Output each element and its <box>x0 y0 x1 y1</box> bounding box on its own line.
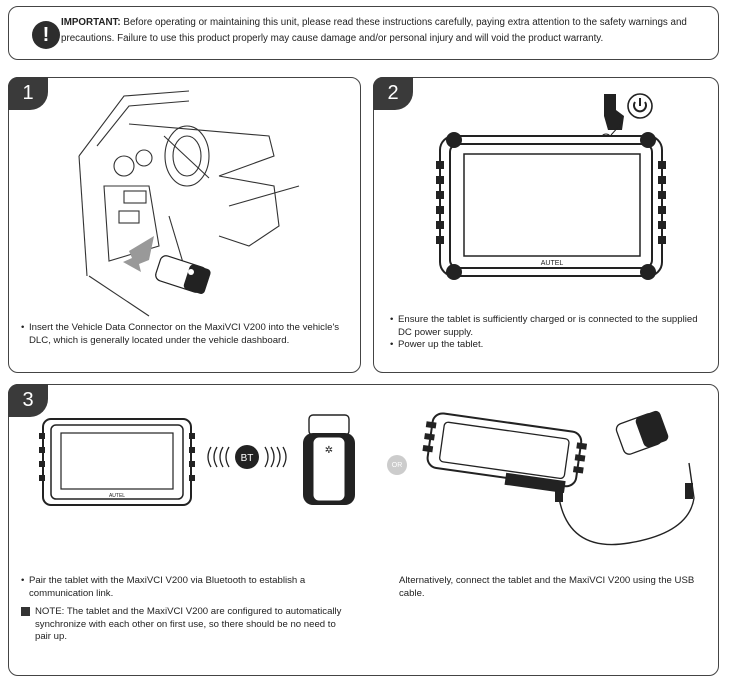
exclamation-icon: ! <box>32 21 60 49</box>
step-3-number: 3 <box>8 384 48 417</box>
notice-body: Before operating or maintaining this uni… <box>61 17 687 44</box>
step-3-bullet: Pair the tablet with the MaxiVCI V200 vi… <box>21 575 351 600</box>
step-1-instructions: Insert the Vehicle Data Connector on the… <box>21 322 351 347</box>
note-text: The tablet and the MaxiVCI V200 are conf… <box>35 606 342 642</box>
notice-label: IMPORTANT: <box>61 17 121 28</box>
signal-waves-icon <box>207 446 287 468</box>
vci-device-angled <box>615 410 669 455</box>
bluetooth-badge <box>235 445 259 469</box>
bluetooth-pairing-illustration: AUTEL BT ✲ <box>39 414 355 506</box>
notice-text: IMPORTANT: Before operating or maintaini… <box>61 15 711 47</box>
note-label: NOTE: <box>35 606 65 617</box>
vehicle-dashboard-illustration <box>78 90 300 317</box>
insert-arrow-icon <box>123 236 154 272</box>
step-2-bullet-charge: Ensure the tablet is sufficiently charge… <box>390 314 710 339</box>
step-1-panel: 1 Insert the Vehicle Data Con <box>8 77 361 373</box>
note-icon <box>21 607 30 616</box>
svg-text:✲: ✲ <box>325 445 333 456</box>
usb-cable <box>558 462 695 546</box>
step-1-bullet: Insert the Vehicle Data Connector on the… <box>21 322 351 347</box>
tablet-brand-label: AUTEL <box>541 260 564 267</box>
bluetooth-label: BT <box>241 453 254 464</box>
press-finger-icon <box>604 94 624 130</box>
tablet-brand-label-step3: AUTEL <box>109 493 125 499</box>
important-notice: ! IMPORTANT: Before operating or maintai… <box>8 6 719 60</box>
step-3-usb-instructions: Alternatively, connect the tablet and th… <box>399 575 695 599</box>
step-3-note: NOTE: The tablet and the MaxiVCI V200 ar… <box>21 606 351 644</box>
power-icon <box>627 93 653 119</box>
usb-connection-illustration <box>422 410 695 546</box>
tablet-illustration: AUTEL <box>436 93 666 280</box>
step-3-bluetooth-instructions: Pair the tablet with the MaxiVCI V200 vi… <box>21 575 351 644</box>
vci-connector-illustration <box>155 255 211 294</box>
step-2-bullet-power: Power up the tablet. <box>390 339 710 352</box>
step-2-panel: 2 AUTEL Ensure the tablet is sufficientl… <box>373 77 719 373</box>
vci-device-illustration: ✲ <box>303 414 355 505</box>
step-3-panel: 3 AUTEL BT ✲ OR <box>8 384 719 676</box>
step-2-instructions: Ensure the tablet is sufficiently charge… <box>390 314 710 352</box>
step-1-number: 1 <box>8 77 48 110</box>
or-badge: OR <box>387 455 407 475</box>
step-2-number: 2 <box>373 77 413 110</box>
